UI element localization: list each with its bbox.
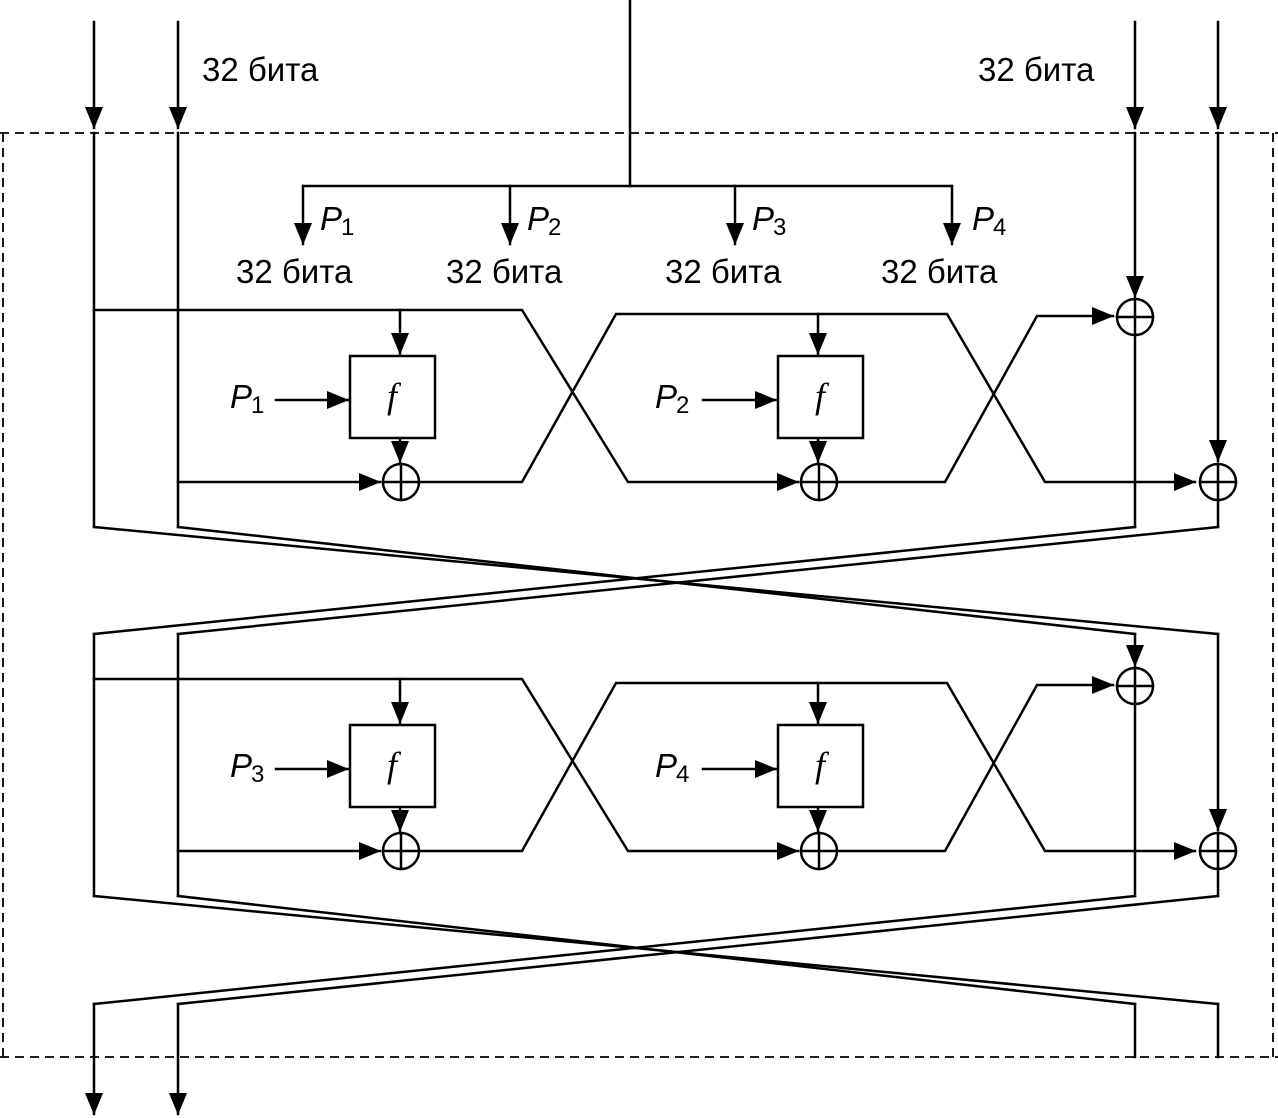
round-2-key-p3-label: P 3 [230,747,264,788]
svg-text:2: 2 [548,214,561,241]
key-distribution-bus [294,184,961,246]
svg-text:P: P [320,200,342,237]
svg-text:1: 1 [251,392,264,419]
svg-text:4: 4 [993,214,1006,241]
round-1-f-box-1: f [348,354,437,440]
svg-text:P: P [527,200,549,237]
xor-icon [799,831,839,871]
round-2-f-box-1: f [348,723,437,809]
round-2-key-p4-label: P 4 [655,747,689,788]
svg-text:3: 3 [251,761,264,788]
xor-icon [1115,666,1155,706]
subkey-p1-bits: 32 бита [236,253,353,290]
svg-text:1: 1 [341,214,354,241]
round-1-f-box-2: f [776,354,865,440]
swap-crossing-1 [92,525,1220,636]
round-1-wires [92,131,1227,529]
right-input-bits-label: 32 бита [978,51,1095,88]
subkey-p2-label: P 2 [527,200,561,241]
svg-text:P: P [230,747,252,784]
subkey-p2-bits: 32 бита [446,253,563,290]
round-2-f-box-2: f [776,723,865,809]
svg-text:P: P [972,200,994,237]
subkey-p3-label: P 3 [752,200,786,241]
svg-text:P: P [752,200,774,237]
dashed-frame [0,132,1278,1058]
round-1-key-p2-label: P 2 [655,378,689,419]
subkey-p1-label: P 1 [320,200,354,241]
subkey-p4-bits: 32 бита [881,253,998,290]
subkey-p4-label: P 4 [972,200,1006,241]
xor-icon [381,831,421,871]
round-1-key-p1-label: P 1 [230,378,264,419]
svg-text:P: P [655,747,677,784]
xor-icon [1198,831,1238,871]
svg-text:2: 2 [676,392,689,419]
svg-text:3: 3 [773,214,786,241]
xor-icon [1198,462,1238,502]
output-lines [85,1002,1220,1116]
svg-text:4: 4 [676,761,689,788]
xor-icon [799,462,839,502]
subkey-p3-bits: 32 бита [665,253,782,290]
xor-icon [381,462,421,502]
top-input-lines [85,0,1227,188]
left-input-bits-label: 32 бита [202,51,319,88]
svg-text:P: P [230,378,252,415]
round-2-wires [92,632,1227,898]
swap-crossing-2 [92,894,1220,1006]
xor-icon [1115,297,1155,337]
svg-text:P: P [655,378,677,415]
